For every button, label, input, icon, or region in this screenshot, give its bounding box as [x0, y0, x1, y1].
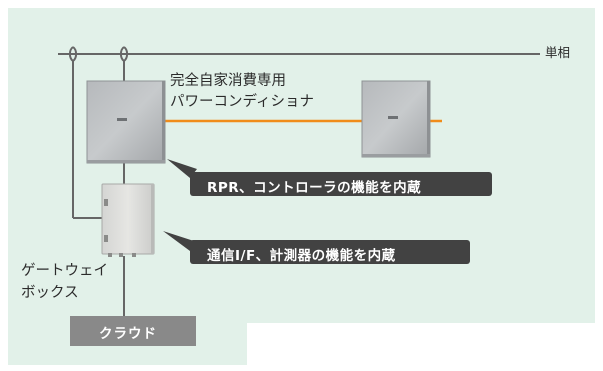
callout-comm-text: 通信I/F、計測器の機能を内蔵 — [207, 248, 396, 264]
bus-connection-right — [123, 46, 129, 62]
cloud-box — [70, 316, 196, 346]
pcs-unit-right — [361, 80, 431, 158]
callout-rpr-text: RPR、コントローラの機能を内蔵 — [207, 180, 422, 196]
pcs-unit-left — [86, 80, 166, 164]
cloud-label: クラウド — [99, 326, 157, 342]
callout-rpr — [167, 159, 492, 196]
callout-comm — [163, 231, 470, 264]
gateway-box-unit — [101, 183, 155, 257]
pcs-label-line2: パワーコンディショナ — [170, 94, 314, 110]
single-phase-label: 単相 — [545, 45, 571, 60]
pcs-label-line1: 完全自家消費専用 — [170, 73, 286, 89]
bus-connection-left — [72, 46, 78, 62]
gateway-label-line1: ゲートウェイ — [21, 263, 108, 279]
gateway-label-line2: ボックス — [21, 285, 79, 301]
